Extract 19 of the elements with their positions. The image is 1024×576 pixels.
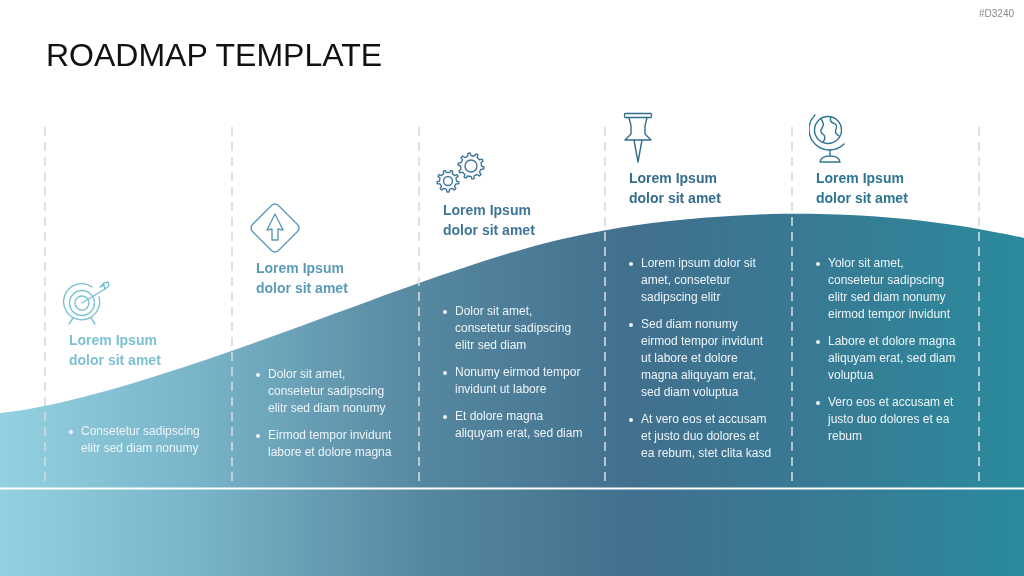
bullet-text: Consetetur sadipscing elitr sed diam nonumy [81,423,201,457]
bullet-text: Sed diam nonumy eirmod tempor invidunt ut labore et dolore magna aliquyam erat, sed diam voluptua [641,316,765,401]
slide-code: #D3240 [978,8,1014,20]
bullet-text: Dolor sit amet, consetetur sadipscing elitr sed diam [455,303,573,354]
bullet-text: Yolor sit amet, consetetur sadipscing elitr sed diam nonumy eirmod tempor invidunt [828,255,952,323]
stage-heading: Lorem Ipsum dolor sit amet [443,201,536,240]
bullet-text: Vero eos et accusam et justo duo dolores et ea rebum [828,394,955,445]
stage-heading: Lorem Ipsum dolor sit amet [629,169,722,208]
bullet-text: Lorem ipsum dolor sit amet, consetetur sadipscing elitr [641,255,757,306]
bullet-text: At vero eos et accusam et justo duo dolores et ea rebum, stet clita kasd [641,411,772,462]
bullet-text: Labore et dolore magna aliquyam erat, sed diam voluptua [828,333,957,384]
stage-heading: Lorem Ipsum dolor sit amet [256,259,349,298]
bullet-text: Eirmod tempor invidunt labore et dolore magna [268,427,393,461]
bullet-text: Nonumy eirmod tempor invidunt ut labore [455,364,582,398]
bullet-text: Et dolore magna aliquyam erat, sed diam [455,408,584,442]
stage-heading: Lorem Ipsum dolor sit amet [816,169,909,208]
slide-title: ROADMAP TEMPLATE [46,36,383,74]
bullet-text: Dolor sit amet, consetetur sadipscing elitr sed diam nonumy [268,366,387,417]
stage-heading: Lorem Ipsum dolor sit amet [69,331,162,370]
